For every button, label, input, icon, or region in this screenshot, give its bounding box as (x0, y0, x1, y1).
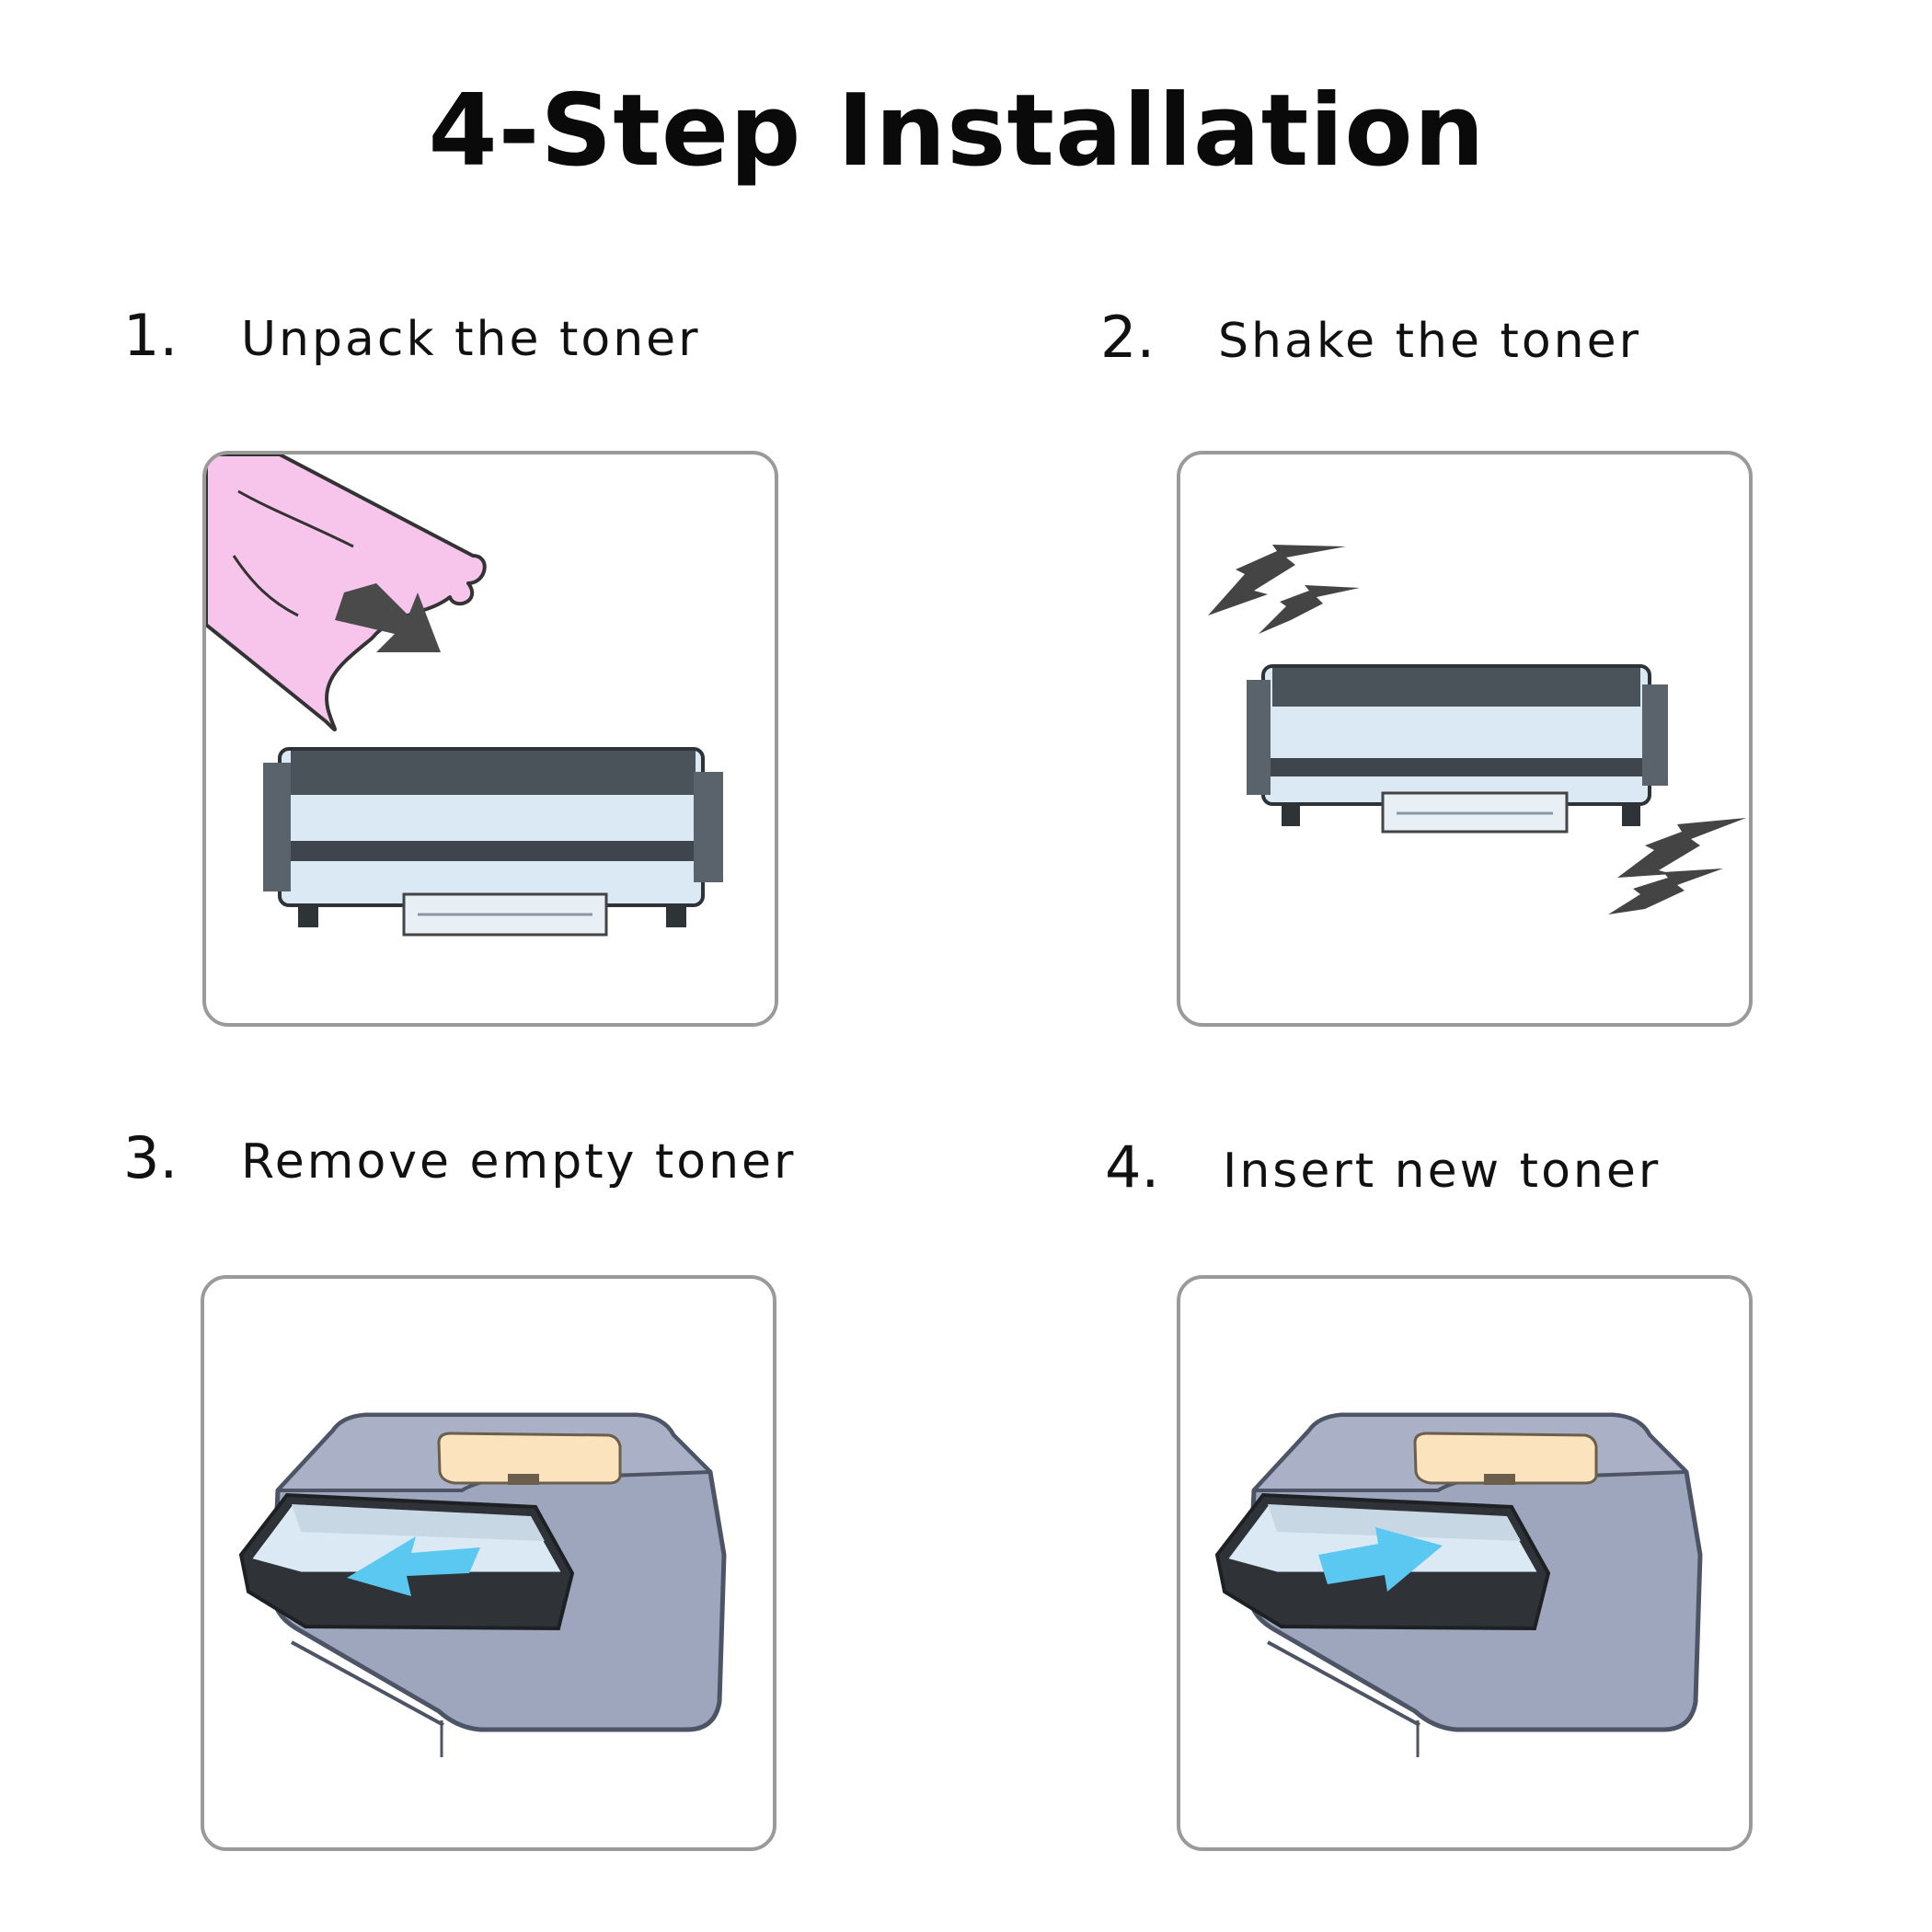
arrow-icon (335, 583, 441, 652)
step-2-panel (1177, 451, 1753, 1027)
step-3-number: 3. (123, 1124, 178, 1191)
shake-zigzag-icon (1608, 868, 1723, 914)
step-1-illustration (206, 454, 723, 937)
step-2-number: 2. (1100, 304, 1156, 371)
shake-zigzag-icon (1208, 545, 1346, 615)
step-4-illustration (1214, 1412, 1703, 1757)
shake-zigzag-icon (1259, 585, 1360, 634)
step-2-heading: 2. Shake the toner (1100, 304, 1641, 371)
step-3-illustration (238, 1412, 727, 1757)
arrow-icon (347, 1536, 480, 1596)
toner-cartridge-icon (263, 747, 723, 937)
step-3-panel (201, 1275, 776, 1851)
step-3-heading: 3. Remove empty toner (123, 1124, 796, 1191)
toner-cartridge-icon (1247, 664, 1668, 834)
shake-zigzag-icon (1617, 818, 1746, 878)
step-2-label: Shake the toner (1218, 314, 1642, 369)
page-title: 4-Step Installation (428, 74, 1486, 189)
step-1-number: 1. (123, 302, 178, 369)
step-3-label: Remove empty toner (241, 1134, 797, 1190)
step-4-heading: 4. Insert new toner (1105, 1133, 1661, 1201)
step-4-panel (1177, 1275, 1753, 1851)
arrow-icon (1318, 1527, 1443, 1592)
step-4-label: Insert new toner (1223, 1144, 1662, 1199)
step-1-label: Unpack the toner (241, 312, 701, 367)
step-1-panel (202, 451, 778, 1027)
step-4-number: 4. (1105, 1133, 1160, 1201)
step-1-heading: 1. Unpack the toner (123, 302, 701, 369)
step-2-illustration (1208, 545, 1746, 914)
